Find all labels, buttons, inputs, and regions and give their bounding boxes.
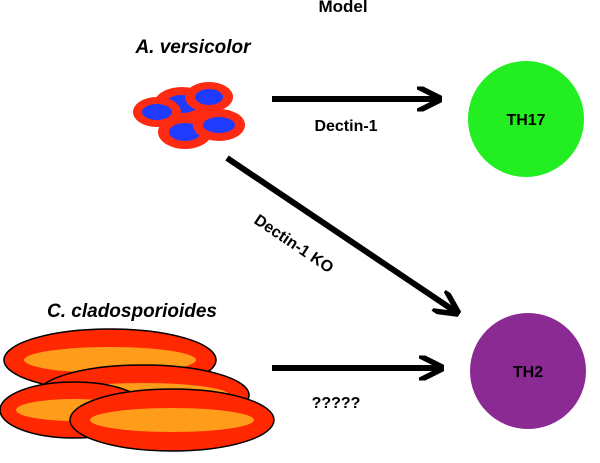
- a-versicolor-label: A. versicolor: [134, 37, 252, 58]
- arrow-dectin1-ko-to-th2: [225, 155, 456, 312]
- spore-core: [142, 104, 172, 120]
- th17-node: [468, 61, 584, 177]
- diagram-title: Model: [318, 0, 367, 16]
- cell-core: [90, 408, 254, 432]
- a-versicolor-spore-cluster: [133, 82, 245, 149]
- th2-node: [470, 313, 586, 429]
- th17-label: TH17: [506, 112, 545, 129]
- spore-core: [203, 117, 235, 133]
- th2-label: TH2: [513, 364, 543, 381]
- unknown-label: ?????: [312, 395, 361, 412]
- spore-core: [195, 89, 223, 105]
- c-cladosporioides-cell-stack: [0, 328, 275, 452]
- spore-core: [169, 123, 201, 141]
- dectin1-label: Dectin-1: [314, 118, 377, 135]
- c-cladosporioides-label: C. cladosporioides: [47, 301, 217, 322]
